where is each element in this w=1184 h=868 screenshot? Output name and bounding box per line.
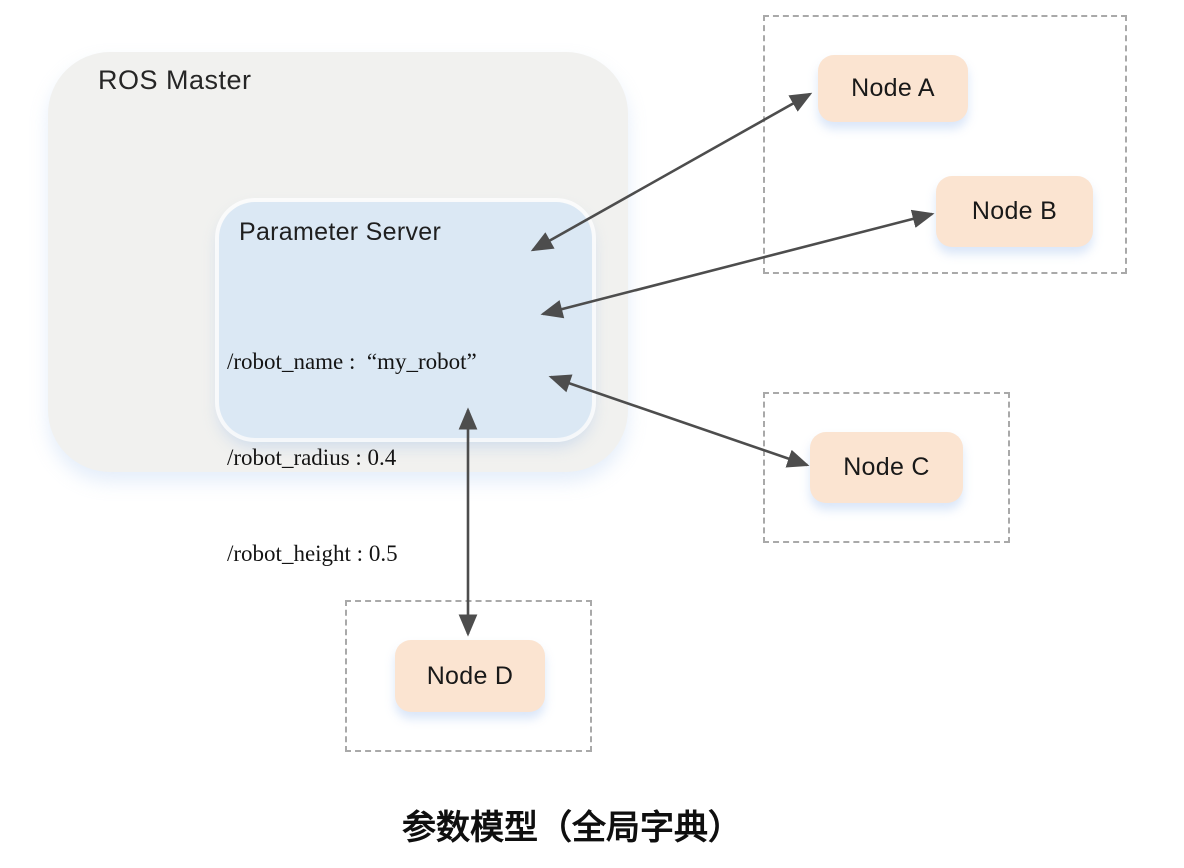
- parameter-server-box: Parameter Server /robot_name : “my_robot…: [219, 202, 592, 566]
- parameter-list: /robot_name : “my_robot” /robot_radius :…: [227, 282, 586, 634]
- param-robot-radius: /robot_radius : 0.4: [227, 445, 397, 470]
- node-c-box: Node C: [810, 432, 963, 503]
- param-robot-height: /robot_height : 0.5: [227, 541, 398, 566]
- node-a-box: Node A: [818, 55, 968, 122]
- node-b-box: Node B: [936, 176, 1093, 247]
- node-b-label: Node B: [971, 197, 1058, 225]
- node-d-label: Node D: [426, 661, 514, 690]
- diagram-caption: 参数模型（全局字典）: [402, 809, 742, 847]
- ros-master-label: ROS Master: [98, 65, 252, 95]
- param-robot-name: /robot_name : “my_robot”: [227, 349, 477, 374]
- node-c-label: Node C: [843, 453, 930, 481]
- node-a-label: Node A: [851, 74, 935, 102]
- parameter-server-title: Parameter Server: [239, 218, 442, 246]
- node-d-box: Node D: [395, 640, 545, 712]
